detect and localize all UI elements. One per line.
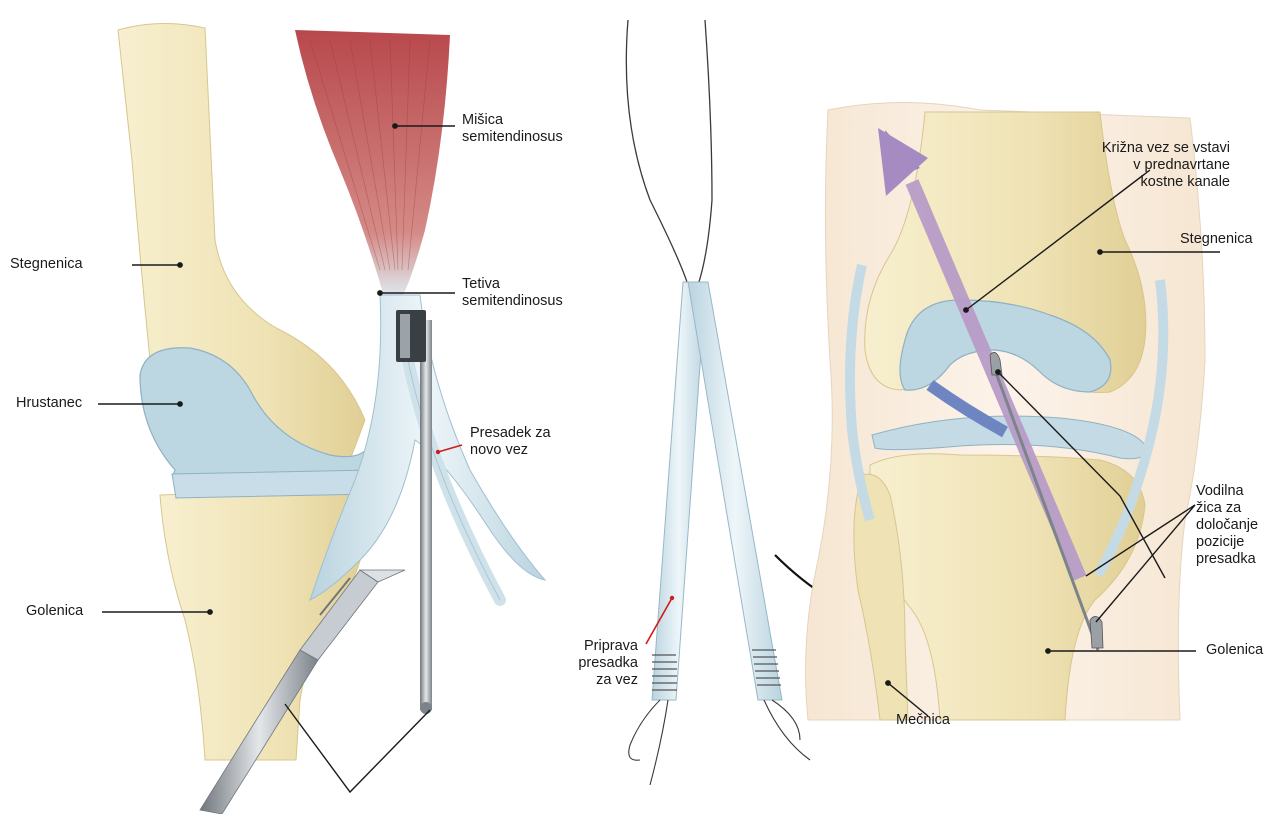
label-vodilna-line3: določanje [1196, 517, 1258, 534]
label-stegnenica-left: Stegnenica [10, 256, 83, 273]
right-knee-illustration [806, 103, 1205, 721]
label-golenica-left: Golenica [26, 603, 83, 620]
label-priprava-line1: Priprava [540, 638, 638, 655]
label-vodilna-line2: žica za [1196, 500, 1258, 517]
label-krizna-line1: Križna vez se vstavi [1050, 140, 1230, 157]
label-misica-line1: Mišica [462, 112, 563, 129]
label-mecnica: Mečnica [896, 712, 950, 729]
graft-strand-left [652, 282, 706, 700]
label-krizna-line2: v prednavrtane [1050, 157, 1230, 174]
label-hrustanec: Hrustanec [16, 395, 82, 412]
label-priprava: Priprava presadka za vez [540, 638, 638, 689]
label-stegnenica-right: Stegnenica [1180, 231, 1253, 248]
label-presadek: Presadek za novo vez [470, 425, 551, 459]
label-presadek-line1: Presadek za [470, 425, 551, 442]
label-vodilna-line4: pozicije [1196, 534, 1258, 551]
label-priprava-line3: za vez [540, 672, 638, 689]
label-krizna-line3: kostne kanale [1050, 174, 1230, 191]
label-tetiva-line2: semitendinosus [462, 293, 563, 310]
label-misica: Mišica semitendinosus [462, 112, 563, 146]
label-misica-line2: semitendinosus [462, 129, 563, 146]
label-tetiva: Tetiva semitendinosus [462, 276, 563, 310]
tendon-stripper [420, 320, 432, 710]
label-priprava-line2: presadka [540, 655, 638, 672]
label-vodilna-line5: presadka [1196, 551, 1258, 568]
label-krizna: Križna vez se vstavi v prednavrtane kost… [1050, 140, 1230, 191]
label-golenica-right: Golenica [1206, 642, 1263, 659]
graft-strand-right [688, 282, 782, 700]
label-vodilna-line1: Vodilna [1196, 483, 1258, 500]
label-vodilna: Vodilna žica za določanje pozicije presa… [1196, 483, 1258, 568]
label-presadek-line2: novo vez [470, 442, 551, 459]
label-tetiva-line1: Tetiva [462, 276, 563, 293]
